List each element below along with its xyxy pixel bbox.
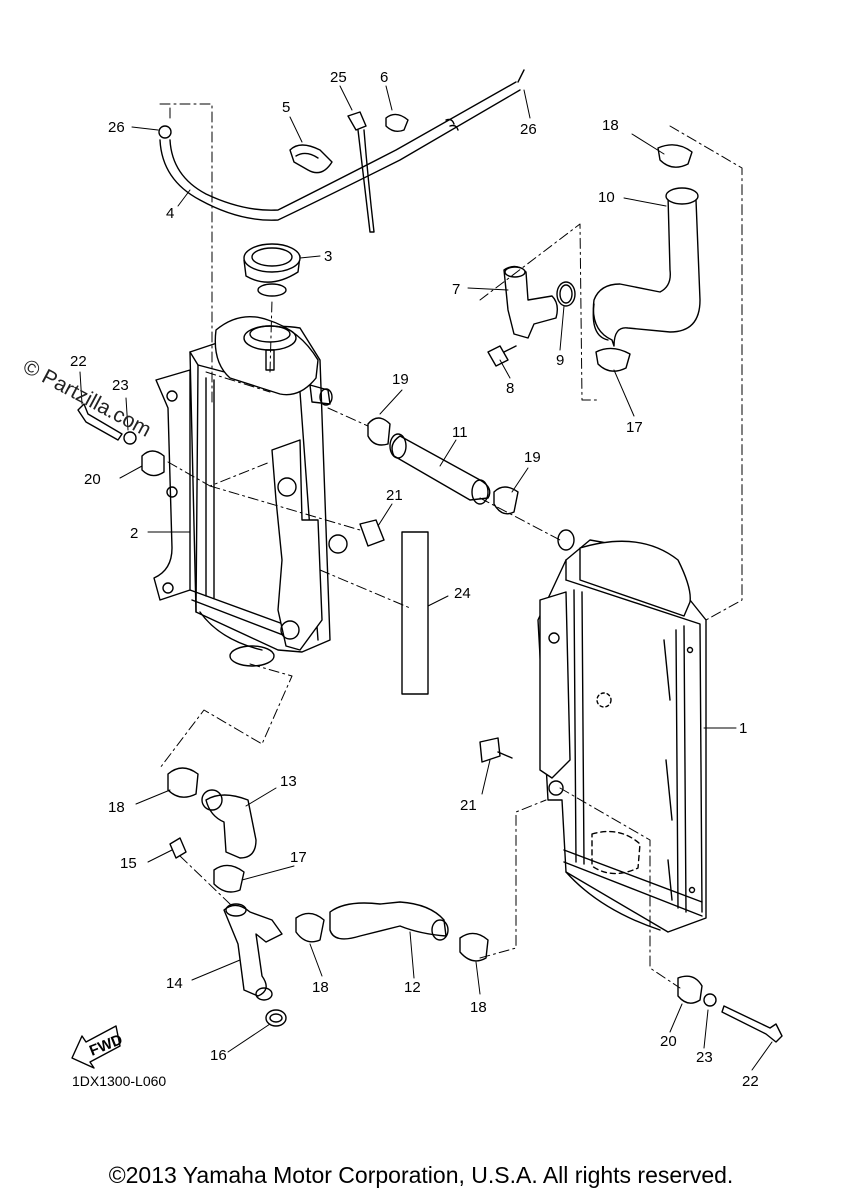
callout-10: 10 [598, 189, 615, 206]
callout-26a: 26 [108, 119, 125, 136]
lower-hose-icon [201, 789, 449, 1027]
callout-18d: 18 [470, 999, 487, 1016]
callout-26b: 26 [520, 121, 537, 138]
callout-21b: 21 [460, 797, 477, 814]
callout-5: 5 [282, 99, 290, 116]
left-radiator-icon [153, 316, 348, 667]
callout-9: 9 [556, 352, 564, 369]
overflow-hose-icon [158, 69, 525, 221]
callout-13: 13 [280, 773, 297, 790]
callout-14: 14 [166, 975, 183, 992]
radiator-cap-icon [243, 243, 301, 297]
callout-22b: 22 [742, 1073, 759, 1090]
callout-19b: 19 [524, 449, 541, 466]
callout-19a: 19 [392, 371, 409, 388]
callout-16: 16 [210, 1047, 227, 1064]
callout-20a: 20 [84, 471, 101, 488]
callout-22a: 22 [70, 353, 87, 370]
callout-labels: 1 2 3 4 5 6 7 8 9 10 11 12 13 14 15 16 1… [70, 69, 759, 1090]
callout-11: 11 [452, 424, 468, 441]
upper-hose-icon [592, 144, 701, 372]
callout-4: 4 [166, 205, 174, 222]
bolt-icon [77, 403, 783, 1043]
callout-18a: 18 [602, 117, 619, 134]
callout-15: 15 [120, 855, 137, 872]
dashed-reference-lines [159, 103, 743, 989]
callout-18c: 18 [312, 979, 329, 996]
hose-clamp-icon [289, 111, 409, 233]
callout-23b: 23 [696, 1049, 713, 1066]
callout-17b: 17 [290, 849, 307, 866]
callout-24: 24 [454, 585, 471, 602]
pad-strip-icon [401, 531, 429, 695]
water-pipe-icon [487, 265, 576, 367]
callout-6: 6 [380, 69, 388, 86]
callout-8: 8 [506, 380, 514, 397]
callout-1: 1 [739, 720, 747, 737]
callout-7: 7 [452, 281, 460, 298]
middle-hose-icon [367, 417, 519, 515]
fwd-label: FWD [87, 1031, 125, 1060]
copyright-notice: ©2013 Yamaha Motor Corporation, U.S.A. A… [108, 1162, 734, 1188]
callout-25: 25 [330, 69, 347, 86]
right-radiator-icon [537, 529, 707, 933]
callout-23a: 23 [112, 377, 129, 394]
callout-2: 2 [130, 525, 138, 542]
callout-3: 3 [324, 248, 332, 265]
callout-12: 12 [404, 979, 421, 996]
callout-21a: 21 [386, 487, 403, 504]
diagram-code: 1DX1300-L060 [72, 1073, 167, 1089]
callout-20b: 20 [660, 1033, 677, 1050]
fwd-arrow-icon: FWD [71, 1025, 125, 1069]
leader-lines [79, 85, 773, 1071]
callout-18b: 18 [108, 799, 125, 816]
hose-clamp-icon [167, 767, 489, 962]
callout-17a: 17 [626, 419, 643, 436]
